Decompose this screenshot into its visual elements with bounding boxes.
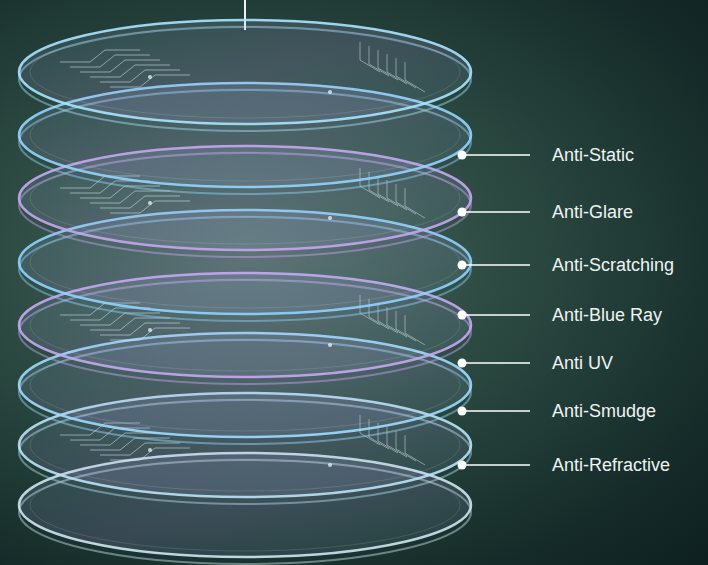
coating-label: Anti-Scratching <box>552 254 674 276</box>
leader-dot <box>458 311 467 320</box>
leader-line <box>466 410 530 412</box>
disc-face <box>19 20 471 124</box>
circuit-trace <box>396 431 416 461</box>
leader-line <box>466 211 530 213</box>
circuit-trace <box>378 50 398 80</box>
circuit-trace <box>100 443 180 455</box>
leader-line <box>466 464 530 466</box>
circuit-trace <box>396 58 416 88</box>
coating-label: Anti-Glare <box>552 201 633 223</box>
circuit-trace <box>100 196 180 208</box>
circuit-trace <box>100 323 180 335</box>
leader-dot <box>458 151 467 160</box>
circuit-trace <box>387 54 407 84</box>
circuit-dot <box>328 216 332 220</box>
coating-label: Anti-Smudge <box>552 400 656 422</box>
leader-dot <box>458 461 467 470</box>
circuit-dot <box>328 90 332 94</box>
leader-dot <box>458 261 467 270</box>
leader-line <box>466 154 530 156</box>
leader-dot <box>458 407 467 416</box>
lens-disc <box>19 20 471 131</box>
leader-line <box>466 314 530 316</box>
leader-line <box>466 362 530 364</box>
circuit-trace <box>100 70 180 82</box>
circuit-trace <box>405 62 425 92</box>
circuit-trace <box>405 188 425 218</box>
leader-dot <box>458 359 467 368</box>
coating-label: Anti UV <box>552 352 613 374</box>
leader-lines <box>458 151 531 470</box>
lens-discs <box>19 20 471 564</box>
circuit-dot <box>148 328 152 332</box>
circuit-trace <box>396 311 416 341</box>
leader-dot <box>458 208 467 217</box>
circuit-trace <box>110 75 190 87</box>
coating-label: Anti-Refractive <box>552 454 670 476</box>
circuit-dot <box>148 201 152 205</box>
coating-label: Anti-Blue Ray <box>552 304 662 326</box>
circuit-trace <box>405 435 425 465</box>
circuit-trace <box>387 180 407 210</box>
leader-line <box>466 264 530 266</box>
circuit-trace <box>110 201 190 213</box>
circuit-trace <box>360 42 380 72</box>
circuit-dot <box>328 463 332 467</box>
circuit-dot <box>148 75 152 79</box>
circuit-trace <box>405 315 425 345</box>
disc-inner <box>30 26 460 118</box>
circuit-trace <box>396 184 416 214</box>
circuit-trace <box>110 448 190 460</box>
circuit-trace <box>369 46 389 76</box>
coating-label: Anti-Static <box>552 144 634 166</box>
circuit-dot <box>148 448 152 452</box>
circuit-trace <box>110 328 190 340</box>
circuit-dot <box>328 343 332 347</box>
circuit-trace <box>387 307 407 337</box>
